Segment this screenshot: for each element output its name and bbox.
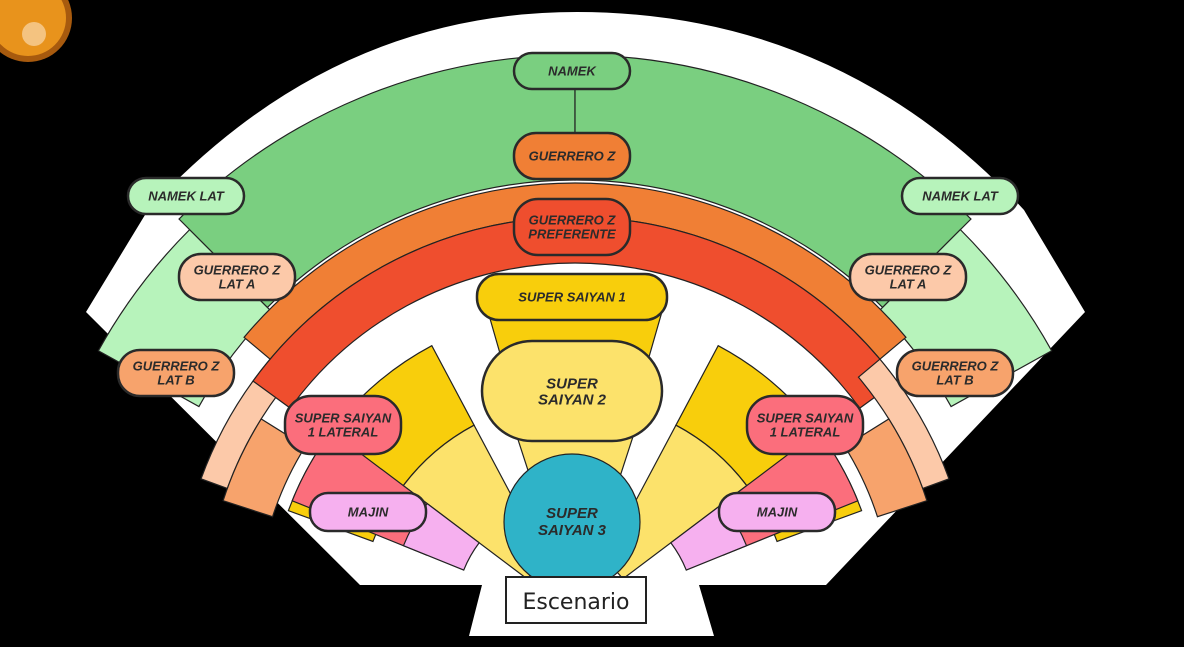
label-guerrero-z[interactable]: GUERRERO Z [512, 131, 632, 181]
section-super-saiyan-2-right[interactable] [602, 424, 748, 580]
label-majin-right[interactable]: MAJIN [717, 491, 837, 533]
stage[interactable]: Escenario [505, 576, 647, 624]
label-majin-left[interactable]: MAJIN [308, 491, 428, 533]
label-namek-lat-left[interactable]: NAMEK LAT [126, 176, 246, 216]
label-super-saiyan-1[interactable]: SUPER SAIYAN 1 [475, 272, 669, 322]
section-guerrero-z-lat-b-left[interactable] [222, 418, 307, 518]
dragon-ball-icon [0, 0, 72, 62]
label-namek[interactable]: NAMEK [512, 51, 632, 91]
label-namek-lat-right[interactable]: NAMEK LAT [900, 176, 1020, 216]
section-super-saiyan-3[interactable] [503, 453, 641, 591]
section-guerrero-z-preferente[interactable] [252, 216, 898, 409]
section-namek-left[interactable] [178, 54, 576, 309]
